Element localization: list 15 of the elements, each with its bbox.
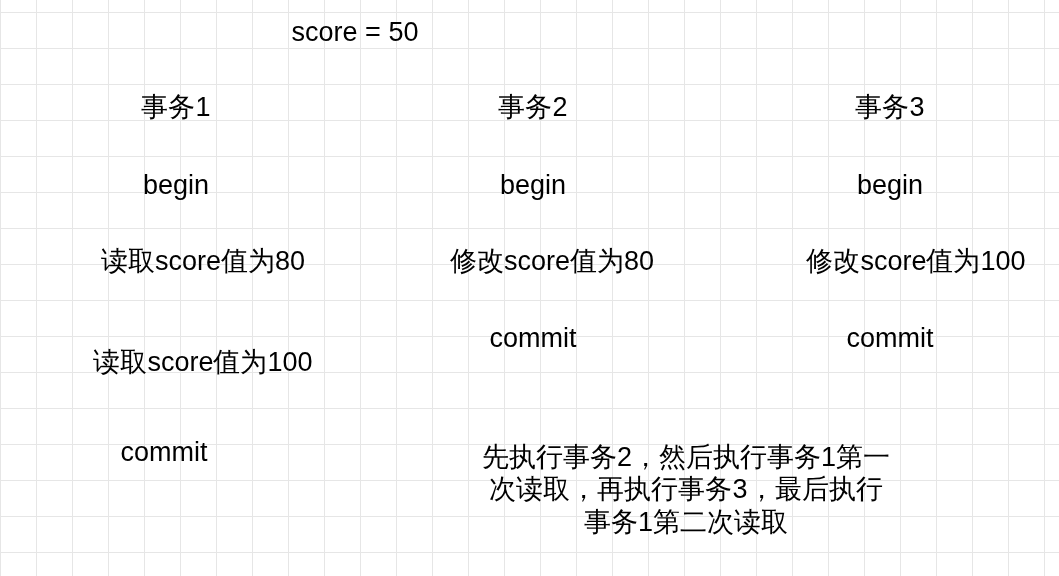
step-text: begin: [856, 168, 924, 202]
column-heading: 事务1: [141, 90, 211, 124]
step-text: 读取score值为100: [93, 345, 313, 379]
heading: score = 50: [291, 15, 419, 49]
step-text: begin: [499, 168, 567, 202]
step-text: 修改score值为100: [806, 244, 1026, 278]
step-text: commit: [120, 435, 208, 469]
step-text: begin: [142, 168, 210, 202]
step-text: commit: [489, 321, 577, 355]
step-text: 读取score值为80: [100, 244, 306, 278]
step-text: commit: [846, 321, 934, 355]
step-text: 修改score值为80: [449, 244, 655, 278]
column-heading: 事务2: [498, 90, 568, 124]
note: 先执行事务2，然后执行事务1第一次读取，再执行事务3，最后执行事务1第二次读取: [481, 441, 891, 539]
column-heading: 事务3: [855, 90, 925, 124]
